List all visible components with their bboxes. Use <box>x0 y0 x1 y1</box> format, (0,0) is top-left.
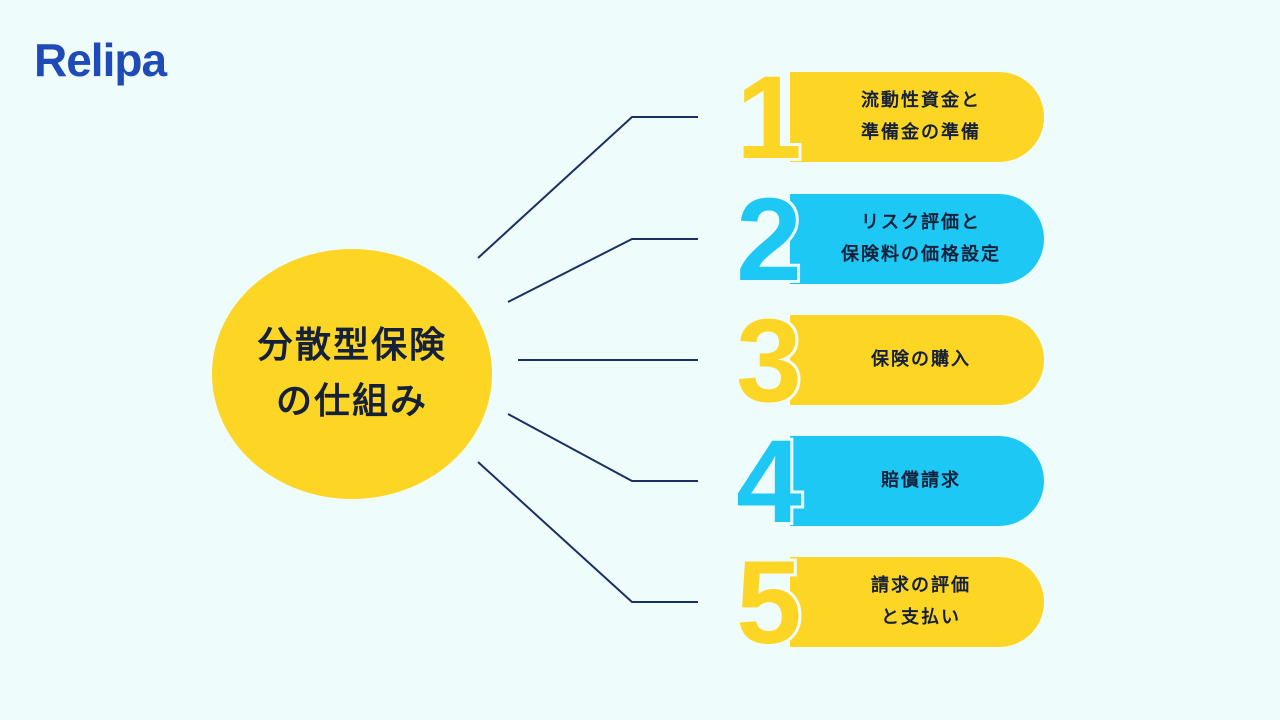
step-5-number: 5 <box>733 537 805 669</box>
step-1-text-line-1: 流動性資金と <box>861 90 981 111</box>
step-1-pill: 流動性資金と 準備金の準備 <box>790 72 1044 162</box>
connector-line-2 <box>507 238 698 303</box>
central-concept-circle: 分散型保険 の仕組み <box>212 249 492 499</box>
step-1-text-line-2: 準備金の準備 <box>861 122 981 143</box>
hub-title-line-1: 分散型保険 <box>256 325 447 366</box>
step-2-pill: リスク評価と 保険料の価格設定 <box>790 194 1044 284</box>
step-4-number: 4 <box>733 416 805 548</box>
step-4: 賠償請求 4 <box>728 420 1048 544</box>
connector-line-5 <box>477 461 698 603</box>
step-3-pill: 保険の購入 <box>790 315 1044 405</box>
connector-line-4 <box>507 413 698 482</box>
step-5-text-line-1: 請求の評価 <box>871 575 971 596</box>
step-2-number: 2 <box>733 174 805 306</box>
step-4-text: 賠償請求 <box>881 470 961 491</box>
step-4-pill: 賠償請求 <box>790 436 1044 526</box>
step-3: 保険の購入 3 <box>728 299 1048 423</box>
connector-line-1 <box>477 116 698 259</box>
step-2: リスク評価と 保険料の価格設定 2 <box>728 178 1048 302</box>
relipa-logo: Relipa <box>34 34 167 86</box>
step-3-text: 保険の購入 <box>871 349 971 370</box>
step-3-number: 3 <box>733 295 805 427</box>
step-1: 流動性資金と 準備金の準備 1 <box>728 56 1048 180</box>
step-2-text-line-1: リスク評価と <box>861 212 981 233</box>
step-5-pill: 請求の評価 と支払い <box>790 557 1044 647</box>
step-2-text-line-2: 保険料の価格設定 <box>841 244 1001 265</box>
step-5: 請求の評価 と支払い 5 <box>728 541 1048 665</box>
hub-title-line-2: の仕組み <box>275 381 428 422</box>
step-5-text-line-2: と支払い <box>881 607 961 628</box>
step-1-number: 1 <box>733 52 805 184</box>
